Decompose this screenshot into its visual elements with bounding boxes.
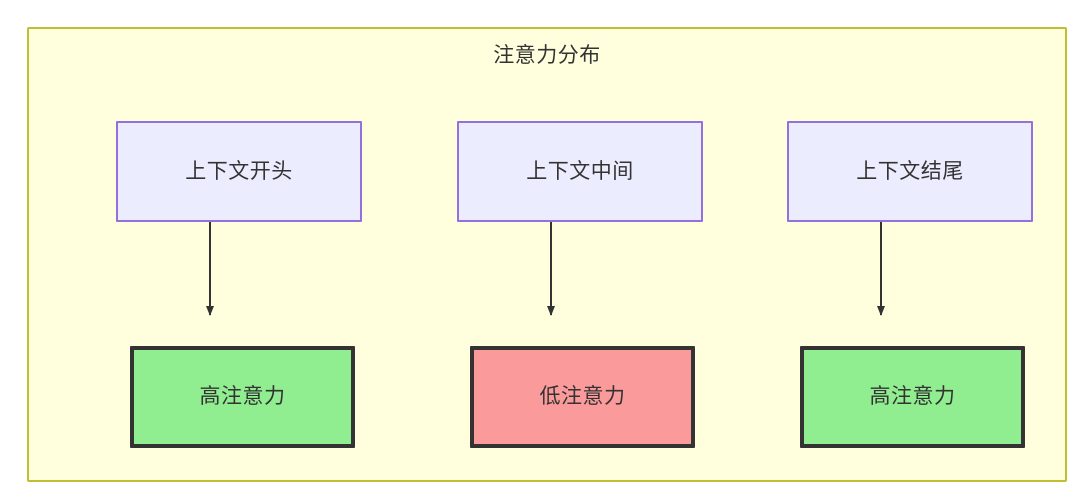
node-context-middle[interactable]: 上下文中间	[457, 121, 703, 222]
diagram-title: 注意力分布	[493, 44, 601, 67]
node-context-middle-label: 上下文中间	[526, 159, 634, 183]
node-context-end[interactable]: 上下文结尾	[787, 121, 1033, 222]
node-attention-low-middle[interactable]: 低注意力	[470, 346, 695, 448]
node-context-start[interactable]: 上下文开头	[116, 121, 362, 222]
node-attention-high-end-label: 高注意力	[869, 385, 956, 408]
node-attention-high-end[interactable]: 高注意力	[800, 346, 1025, 448]
node-context-start-label: 上下文开头	[185, 159, 293, 183]
node-context-end-label: 上下文结尾	[856, 159, 964, 183]
attention-distribution-subgraph: 注意力分布 上下文开头 上下文中间 上下文结尾 高注意力	[27, 27, 1067, 482]
node-attention-high-start-label: 高注意力	[199, 385, 286, 408]
node-attention-low-middle-label: 低注意力	[539, 385, 626, 408]
node-attention-high-start[interactable]: 高注意力	[130, 346, 355, 448]
